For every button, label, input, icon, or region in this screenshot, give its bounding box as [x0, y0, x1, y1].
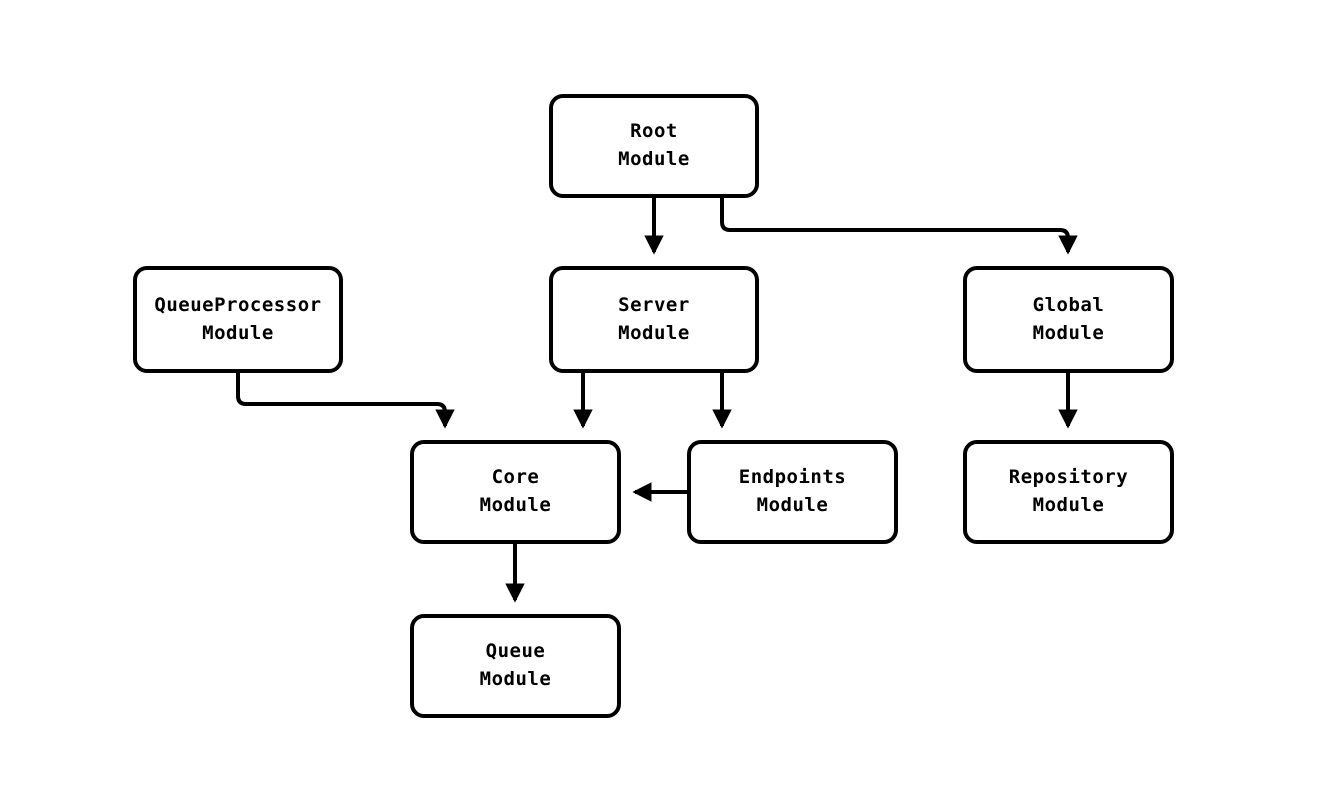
node-global-label: Global Module	[1032, 293, 1105, 344]
node-endpoints-label: Endpoints Module	[738, 466, 847, 516]
node-repository[interactable]: Repository Module	[963, 440, 1174, 544]
edge-queueprocessor-to-core	[236, 373, 455, 429]
node-queue[interactable]: Queue Module	[410, 614, 621, 718]
node-repository-label: Repository Module	[1008, 466, 1129, 516]
node-server-label: Server Module	[618, 293, 690, 344]
node-root[interactable]: Root Module	[549, 94, 759, 198]
node-queueprocessor[interactable]: QueueProcessor Module	[133, 266, 343, 373]
node-server[interactable]: Server Module	[549, 266, 759, 373]
node-queueprocessor-label: QueueProcessor Module	[154, 293, 322, 344]
node-endpoints[interactable]: Endpoints Module	[687, 440, 898, 544]
node-root-label: Root Module	[618, 120, 690, 170]
node-global[interactable]: Global Module	[963, 266, 1174, 373]
node-queue-label: Queue Module	[479, 640, 552, 690]
node-core[interactable]: Core Module	[410, 440, 621, 544]
edge-root-to-global	[720, 198, 1078, 255]
node-core-label: Core Module	[479, 466, 552, 516]
